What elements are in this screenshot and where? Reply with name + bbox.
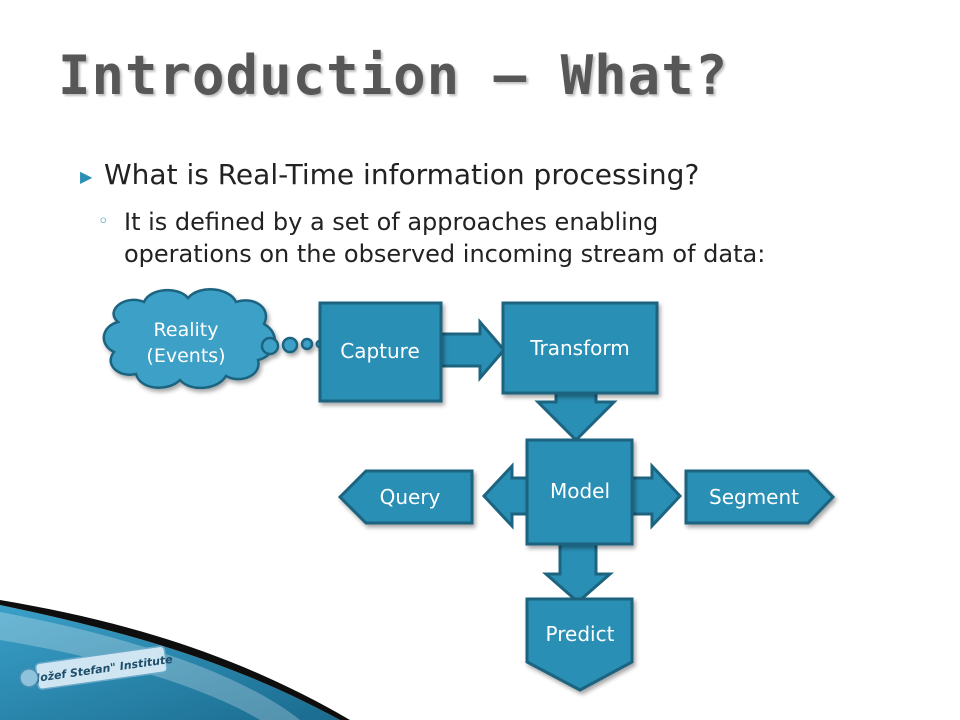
reality-cloud [102, 288, 325, 389]
circle-bullet-icon: ◦ [98, 211, 109, 232]
bullet-level2: ◦ It is defined by a set of approaches e… [98, 206, 765, 270]
model-label: Model [550, 479, 610, 503]
predict-shape [525, 597, 634, 692]
bullet-level1: ▶ What is Real-Time information processin… [80, 158, 699, 191]
segment-label: Segment [709, 485, 799, 509]
transform-box [501, 301, 659, 395]
capture-box [318, 301, 443, 403]
query-shape [337, 469, 474, 525]
capture-label: Capture [340, 339, 420, 363]
slide-title: Introduction – What? [58, 44, 729, 107]
arrow-transform-to-model [534, 390, 618, 443]
institute-emblem-icon [19, 668, 39, 688]
reality-label-line2: (Events) [146, 345, 225, 367]
segment-shape [684, 469, 836, 525]
arrow-model-to-query [481, 462, 532, 530]
bullet-level1-text: What is Real-Time information processing… [104, 158, 700, 191]
triangle-bullet-icon: ▶ [80, 166, 93, 186]
arrow-capture-to-transform [434, 317, 506, 383]
model-box [525, 438, 634, 546]
query-label: Query [380, 485, 441, 509]
bullet-level2-line2: operations on the observed incoming stre… [124, 240, 766, 268]
arrow-model-to-segment [628, 462, 683, 530]
arrow-model-to-predict [542, 538, 614, 604]
bullet-level2-line1: It is defined by a set of approaches ena… [124, 208, 659, 236]
corner-swoosh [0, 600, 350, 720]
transform-label: Transform [529, 336, 629, 360]
predict-label: Predict [546, 622, 615, 646]
reality-label-line1: Reality [154, 319, 219, 341]
